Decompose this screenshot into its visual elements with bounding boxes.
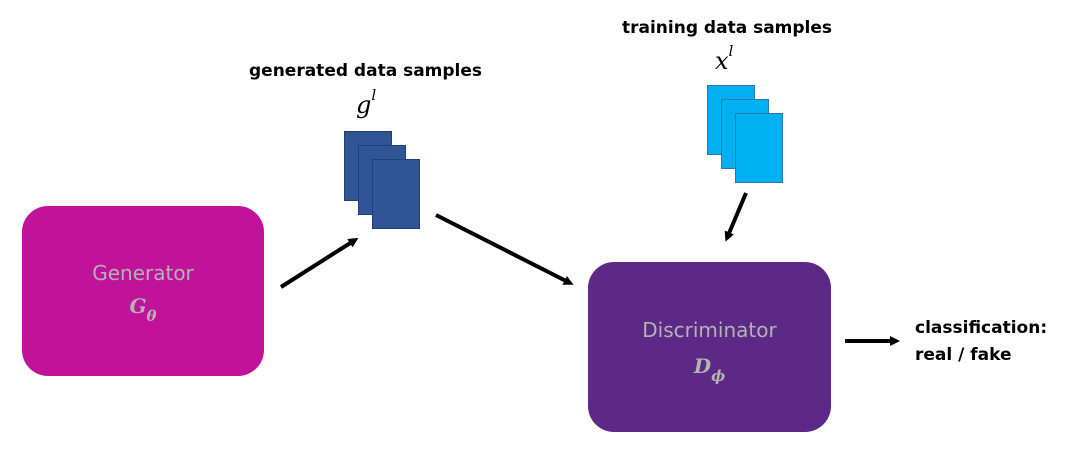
generated-symbol-base: g <box>356 91 372 119</box>
generated-sample-sheet-3 <box>372 159 420 229</box>
generator-title: Generator <box>92 261 194 285</box>
training-samples-label: training data samples <box>622 18 833 38</box>
discriminator-symbol: Dϕ <box>588 354 831 385</box>
training-sample-sheet-3 <box>735 113 783 183</box>
generator-symbol-base: G <box>129 294 147 318</box>
arrow-samples-to-discriminator <box>435 213 574 285</box>
generator-symbol-sub: θ <box>146 307 157 325</box>
generated-samples-symbol: gl <box>356 88 376 119</box>
arrow-training-to-discriminator <box>724 192 748 242</box>
generated-symbol-sup: l <box>371 86 377 104</box>
discriminator-symbol-sub: ϕ <box>711 367 726 385</box>
output-label-line2: real / fake <box>915 345 1012 365</box>
training-symbol-sup: l <box>728 42 734 60</box>
discriminator-box: Discriminator Dϕ <box>588 262 831 432</box>
generator-box: Generator Gθ <box>22 206 264 376</box>
output-label-line1: classification: <box>915 318 1048 338</box>
generated-samples-label: generated data samples <box>249 61 483 81</box>
training-symbol-base: x <box>715 47 729 75</box>
discriminator-title: Discriminator <box>642 318 777 342</box>
training-samples-symbol: xl <box>715 44 733 75</box>
generator-symbol: Gθ <box>22 294 264 325</box>
discriminator-symbol-base: D <box>693 354 712 378</box>
arrow-generator-to-samples <box>279 237 359 289</box>
